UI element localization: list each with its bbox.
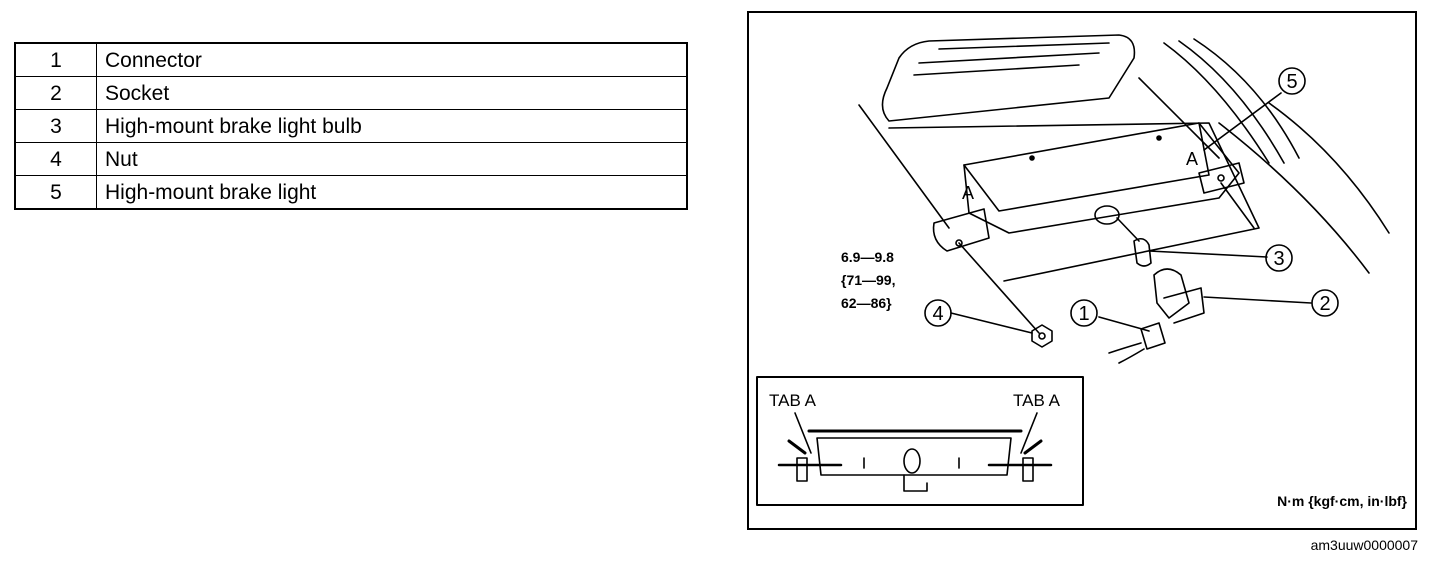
rear-glass-shape bbox=[881, 34, 1136, 122]
glass-reflection-line bbox=[918, 52, 1100, 64]
tab-label-right: A bbox=[1186, 149, 1198, 169]
callout-circle-4 bbox=[924, 299, 952, 327]
part-number: 1 bbox=[14, 42, 97, 77]
tab-label-left: A bbox=[962, 183, 974, 203]
inset-detail-box bbox=[756, 376, 1084, 506]
inset-arrow-right bbox=[1023, 439, 1043, 455]
part-name: Connector bbox=[96, 42, 688, 77]
inset-leader-left bbox=[794, 412, 812, 454]
inset-left-stud bbox=[796, 457, 808, 482]
left-mounting-tab bbox=[932, 208, 990, 252]
body-curve-line bbox=[1163, 42, 1270, 164]
brake-light-housing bbox=[963, 122, 1240, 234]
body-curve-line bbox=[1178, 40, 1285, 164]
right-stud-hole bbox=[1217, 174, 1225, 182]
inset-arrow-left bbox=[787, 439, 807, 455]
callout-circle-1 bbox=[1070, 299, 1098, 327]
callout-circle-2 bbox=[1311, 289, 1339, 317]
figure-id: am3uuw0000007 bbox=[1310, 537, 1418, 553]
housing-screw-dot bbox=[1156, 135, 1162, 141]
part-name: High-mount brake light bbox=[96, 175, 688, 210]
stud-guide-line bbox=[1138, 77, 1220, 159]
glass-reflection-line bbox=[913, 64, 1080, 76]
part-name: Socket bbox=[96, 76, 688, 110]
inset-tab-label-left: TAB A bbox=[769, 391, 817, 410]
table-row: 4 Nut bbox=[14, 142, 688, 176]
body-curve-line bbox=[1218, 122, 1370, 274]
callout-leader-2 bbox=[1203, 296, 1312, 304]
table-row: 2 Socket bbox=[14, 76, 688, 110]
stud-guide-line bbox=[858, 104, 950, 229]
part-number: 4 bbox=[14, 142, 97, 176]
callout-circle-3 bbox=[1265, 244, 1293, 272]
inset-leader-right bbox=[1020, 412, 1038, 454]
inset-housing bbox=[816, 437, 1012, 476]
part-name: Nut bbox=[96, 142, 688, 176]
parts-legend-table: 1 Connector 2 Socket 3 High-mount brake … bbox=[14, 42, 688, 210]
left-stud-hole bbox=[955, 239, 963, 247]
part-number: 3 bbox=[14, 109, 97, 143]
nut-shape bbox=[1031, 324, 1053, 348]
socket-body bbox=[1163, 287, 1205, 324]
glass-reflection-line bbox=[938, 42, 1110, 50]
panel-outline bbox=[888, 122, 1260, 282]
callout-leader-1 bbox=[1098, 316, 1150, 332]
callout-number-4: 4 bbox=[932, 303, 943, 325]
connector-shape bbox=[1140, 322, 1166, 350]
housing-face-edge bbox=[963, 122, 1210, 212]
part-name: High-mount brake light bulb bbox=[96, 109, 688, 143]
illustration-drawing: 5 3 2 1 4 A A 6.9—9.8 {71—99, 62—86} TAB… bbox=[756, 34, 1408, 509]
nut-hole bbox=[1038, 332, 1046, 340]
callout-leader-4 bbox=[950, 312, 1033, 334]
callout-number-1: 1 bbox=[1078, 303, 1089, 325]
wire-line bbox=[1108, 342, 1142, 354]
body-curve-line bbox=[1193, 38, 1300, 159]
inset-bulb bbox=[903, 448, 921, 474]
table-row: 5 High-mount brake light bbox=[14, 175, 688, 210]
bulb-guide-line bbox=[1116, 217, 1140, 242]
bulb-shape bbox=[1133, 237, 1152, 267]
torque-value-inlbf: 62—86} bbox=[841, 295, 892, 311]
body-curve-line bbox=[1268, 102, 1390, 234]
callout-number-3: 3 bbox=[1273, 248, 1284, 270]
bulb-hole bbox=[1094, 205, 1120, 225]
table-row: 3 High-mount brake light bulb bbox=[14, 109, 688, 143]
inset-socket bbox=[903, 474, 928, 492]
wire-line bbox=[1118, 348, 1145, 364]
nut-guide-line bbox=[958, 242, 1040, 334]
part-number: 2 bbox=[14, 76, 97, 110]
socket-shape bbox=[1153, 268, 1190, 319]
right-guide-line bbox=[1220, 182, 1255, 229]
part-number: 5 bbox=[14, 175, 97, 210]
torque-value-nm: 6.9—9.8 bbox=[841, 249, 894, 265]
brake-light-illustration: 5 3 2 1 4 A A 6.9—9.8 {71—99, 62—86} TAB… bbox=[747, 11, 1417, 530]
callout-number-5: 5 bbox=[1286, 71, 1297, 93]
callout-leader-3 bbox=[1148, 250, 1268, 258]
inset-right-stud bbox=[1022, 457, 1034, 482]
callout-circle-5 bbox=[1278, 67, 1306, 95]
housing-screw-dot bbox=[1029, 155, 1035, 161]
callout-number-2: 2 bbox=[1319, 293, 1330, 315]
right-mounting-tab bbox=[1198, 162, 1245, 194]
inset-tab-label-right: TAB A bbox=[1013, 391, 1061, 410]
table-row: 1 Connector bbox=[14, 42, 688, 77]
torque-units-label: N·m {kgf·cm, in·lbf} bbox=[1277, 493, 1407, 509]
callout-leader-5 bbox=[1203, 92, 1282, 151]
torque-value-kgfcm: {71—99, bbox=[841, 272, 895, 288]
